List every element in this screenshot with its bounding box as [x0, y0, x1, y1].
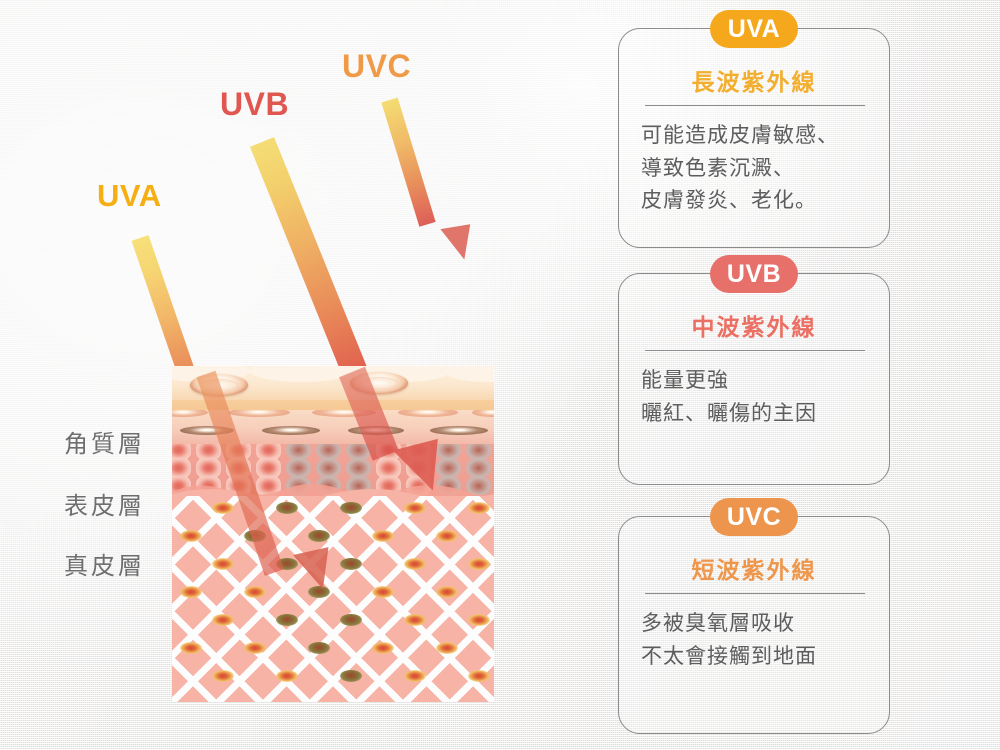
- ray-label-uva: UVA: [97, 178, 162, 213]
- card-body-uva: 可能造成皮膚敏感、 導致色素沉澱、 皮膚發炎、老化。: [641, 119, 875, 217]
- uvc-arrow-head-icon: [438, 218, 482, 266]
- card-divider: [645, 350, 865, 351]
- uva-beam-body: [131, 235, 198, 383]
- card-line: 曬紅、曬傷的主因: [641, 400, 817, 425]
- info-card-uvc: UVC 短波紫外線 多被臭氧層吸收 不太會接觸到地面: [618, 498, 890, 734]
- uvc-beam-body: [381, 97, 436, 227]
- skin-layer-dermis: [172, 486, 494, 702]
- card-title-uvb: 中波紫外線: [691, 315, 817, 341]
- card-body-uvb: 能量更強 曬紅、曬傷的主因: [641, 364, 875, 429]
- uvb-ray-beam: [249, 137, 368, 379]
- badge-uva: UVA: [710, 10, 798, 48]
- layer-label-dermis: 真皮層: [64, 552, 145, 580]
- badge-uvb: UVB: [710, 255, 798, 293]
- card-line: 能量更強: [641, 368, 729, 392]
- card-divider: [645, 593, 865, 594]
- layer-label-epidermis: 表皮層: [64, 492, 145, 520]
- ray-label-uvc: UVC: [342, 48, 412, 84]
- uvb-beam-body: [249, 137, 368, 379]
- uvc-ray-beam: [381, 97, 436, 227]
- layer-label-corneum: 角質層: [64, 430, 145, 458]
- card-line: 多被臭氧層吸收: [641, 611, 795, 635]
- ray-label-uvb: UVB: [220, 86, 290, 122]
- card-divider: [645, 105, 865, 106]
- card-line: 皮膚發炎、老化。: [641, 188, 817, 213]
- info-card-uvb: UVB 中波紫外線 能量更強 曬紅、曬傷的主因: [618, 255, 890, 485]
- card-title-uvc: 短波紫外線: [691, 558, 817, 584]
- badge-uvc: UVC: [710, 498, 798, 536]
- info-card-uva: UVA 長波紫外線 可能造成皮膚敏感、 導致色素沉澱、 皮膚發炎、老化。: [618, 10, 890, 248]
- card-line: 可能造成皮膚敏感、: [641, 123, 839, 147]
- card-line: 不太會接觸到地面: [641, 643, 817, 668]
- card-line: 導致色素沉澱、: [641, 155, 795, 180]
- card-title-uva: 長波紫外線: [691, 70, 817, 96]
- card-body-uvc: 多被臭氧層吸收 不太會接觸到地面: [641, 607, 875, 672]
- uva-ray-beam: [131, 235, 198, 383]
